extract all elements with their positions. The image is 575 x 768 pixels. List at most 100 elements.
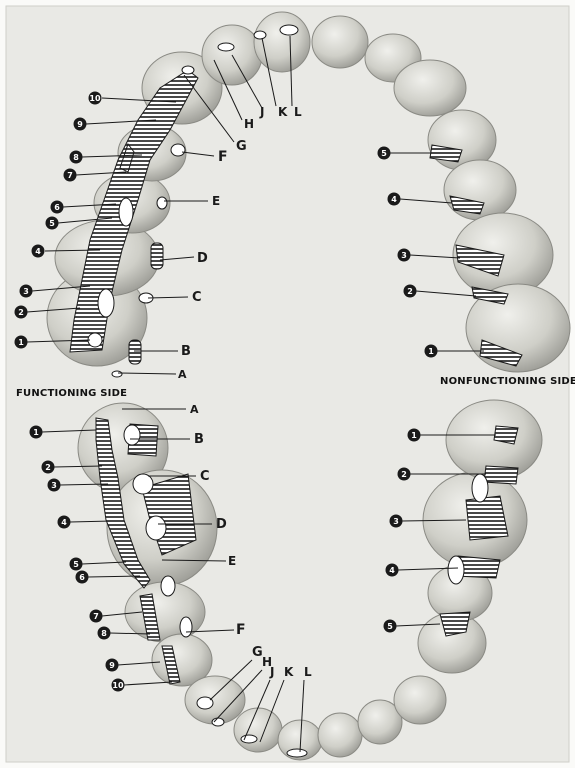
contact-oval [280,25,298,35]
number-marker-3: 3 [398,249,411,262]
contact-oval [448,556,464,584]
letter-label-b: B [181,344,191,359]
functioning-side-caption: FUNCTIONING SIDE [16,388,127,399]
letter-label-j: J [259,105,264,119]
svg-text:7: 7 [67,171,73,180]
svg-text:4: 4 [391,195,397,204]
letter-label-d: D [197,251,208,266]
letter-label-k: K [284,665,294,679]
number-marker-2: 2 [398,468,411,481]
contact-oval [472,474,488,502]
letter-label-e: E [212,194,220,208]
number-marker-3: 3 [48,479,61,492]
number-marker-2: 2 [15,306,28,319]
letter-label-f: F [218,149,228,165]
svg-text:3: 3 [393,517,399,526]
number-marker-8: 8 [70,151,83,164]
letter-label-f: F [236,622,246,638]
letter-label-b: B [194,432,204,447]
letter-label-c: C [200,469,210,484]
upper-tooth [394,60,466,116]
svg-text:1: 1 [428,347,434,356]
letter-label-h: H [244,117,254,131]
svg-text:1: 1 [411,431,417,440]
contact-oval [241,735,257,743]
svg-text:3: 3 [51,481,57,490]
svg-text:3: 3 [401,251,407,260]
number-marker-1: 1 [15,336,28,349]
contact-oval [88,333,102,347]
number-marker-3: 3 [390,515,403,528]
letter-label-e: E [228,554,236,568]
lower-nf-facet [466,496,508,540]
number-marker-9: 9 [74,118,87,131]
contact-oval [254,31,266,39]
number-marker-4: 4 [58,516,71,529]
number-marker-1: 1 [30,426,43,439]
svg-text:4: 4 [35,247,41,256]
svg-text:6: 6 [79,573,85,582]
lower-nf-facet [440,612,470,636]
number-marker-8: 8 [98,627,111,640]
svg-text:4: 4 [61,518,67,527]
contact-oval [98,289,114,317]
lower-tooth [394,676,446,724]
letter-label-l: L [294,105,302,119]
upper-facet [129,340,141,364]
contact-oval [287,749,307,757]
number-marker-6: 6 [51,201,64,214]
lower-nf-facet [484,466,518,484]
contact-oval [119,198,133,226]
letter-label-k: K [278,105,288,119]
number-marker-5: 5 [70,558,83,571]
number-marker-4: 4 [388,193,401,206]
letter-label-l: L [304,665,312,679]
svg-text:9: 9 [109,661,115,670]
upper-tooth [312,16,368,68]
number-marker-10: 10 [89,92,102,105]
svg-text:2: 2 [401,470,407,479]
contact-oval [146,516,166,540]
lower-tooth [185,676,245,724]
nonfunctioning-side-caption: NONFUNCTIONING SIDE [440,376,575,387]
number-marker-5: 5 [46,217,59,230]
letter-label-c: C [192,290,202,305]
number-marker-4: 4 [386,564,399,577]
svg-text:1: 1 [33,428,39,437]
number-marker-2: 2 [404,285,417,298]
svg-text:5: 5 [381,149,387,158]
svg-text:5: 5 [73,560,79,569]
letter-label-g: G [236,139,247,154]
upper-facet [151,243,163,269]
svg-text:10: 10 [89,94,101,103]
contact-oval [171,144,185,156]
number-marker-4: 4 [32,245,45,258]
svg-text:6: 6 [54,203,60,212]
contact-oval [157,197,167,209]
svg-text:2: 2 [45,463,51,472]
svg-text:7: 7 [93,612,99,621]
svg-text:1: 1 [18,338,24,347]
svg-text:2: 2 [18,308,24,317]
number-marker-7: 7 [64,169,77,182]
number-marker-9: 9 [106,659,119,672]
svg-text:8: 8 [101,629,107,638]
svg-text:5: 5 [49,219,55,228]
number-marker-5: 5 [378,147,391,160]
contact-oval [212,718,224,726]
number-marker-1: 1 [425,345,438,358]
contact-oval [218,43,234,51]
svg-text:5: 5 [387,622,393,631]
number-marker-2: 2 [42,461,55,474]
letter-label-d: D [216,517,227,532]
svg-text:2: 2 [407,287,413,296]
number-marker-5: 5 [384,620,397,633]
number-marker-7: 7 [90,610,103,623]
contact-oval [112,371,122,377]
lower-tooth [234,708,282,752]
number-marker-1: 1 [408,429,421,442]
svg-text:4: 4 [389,566,395,575]
number-marker-10: 10 [112,679,125,692]
letter-label-j: J [269,665,274,679]
